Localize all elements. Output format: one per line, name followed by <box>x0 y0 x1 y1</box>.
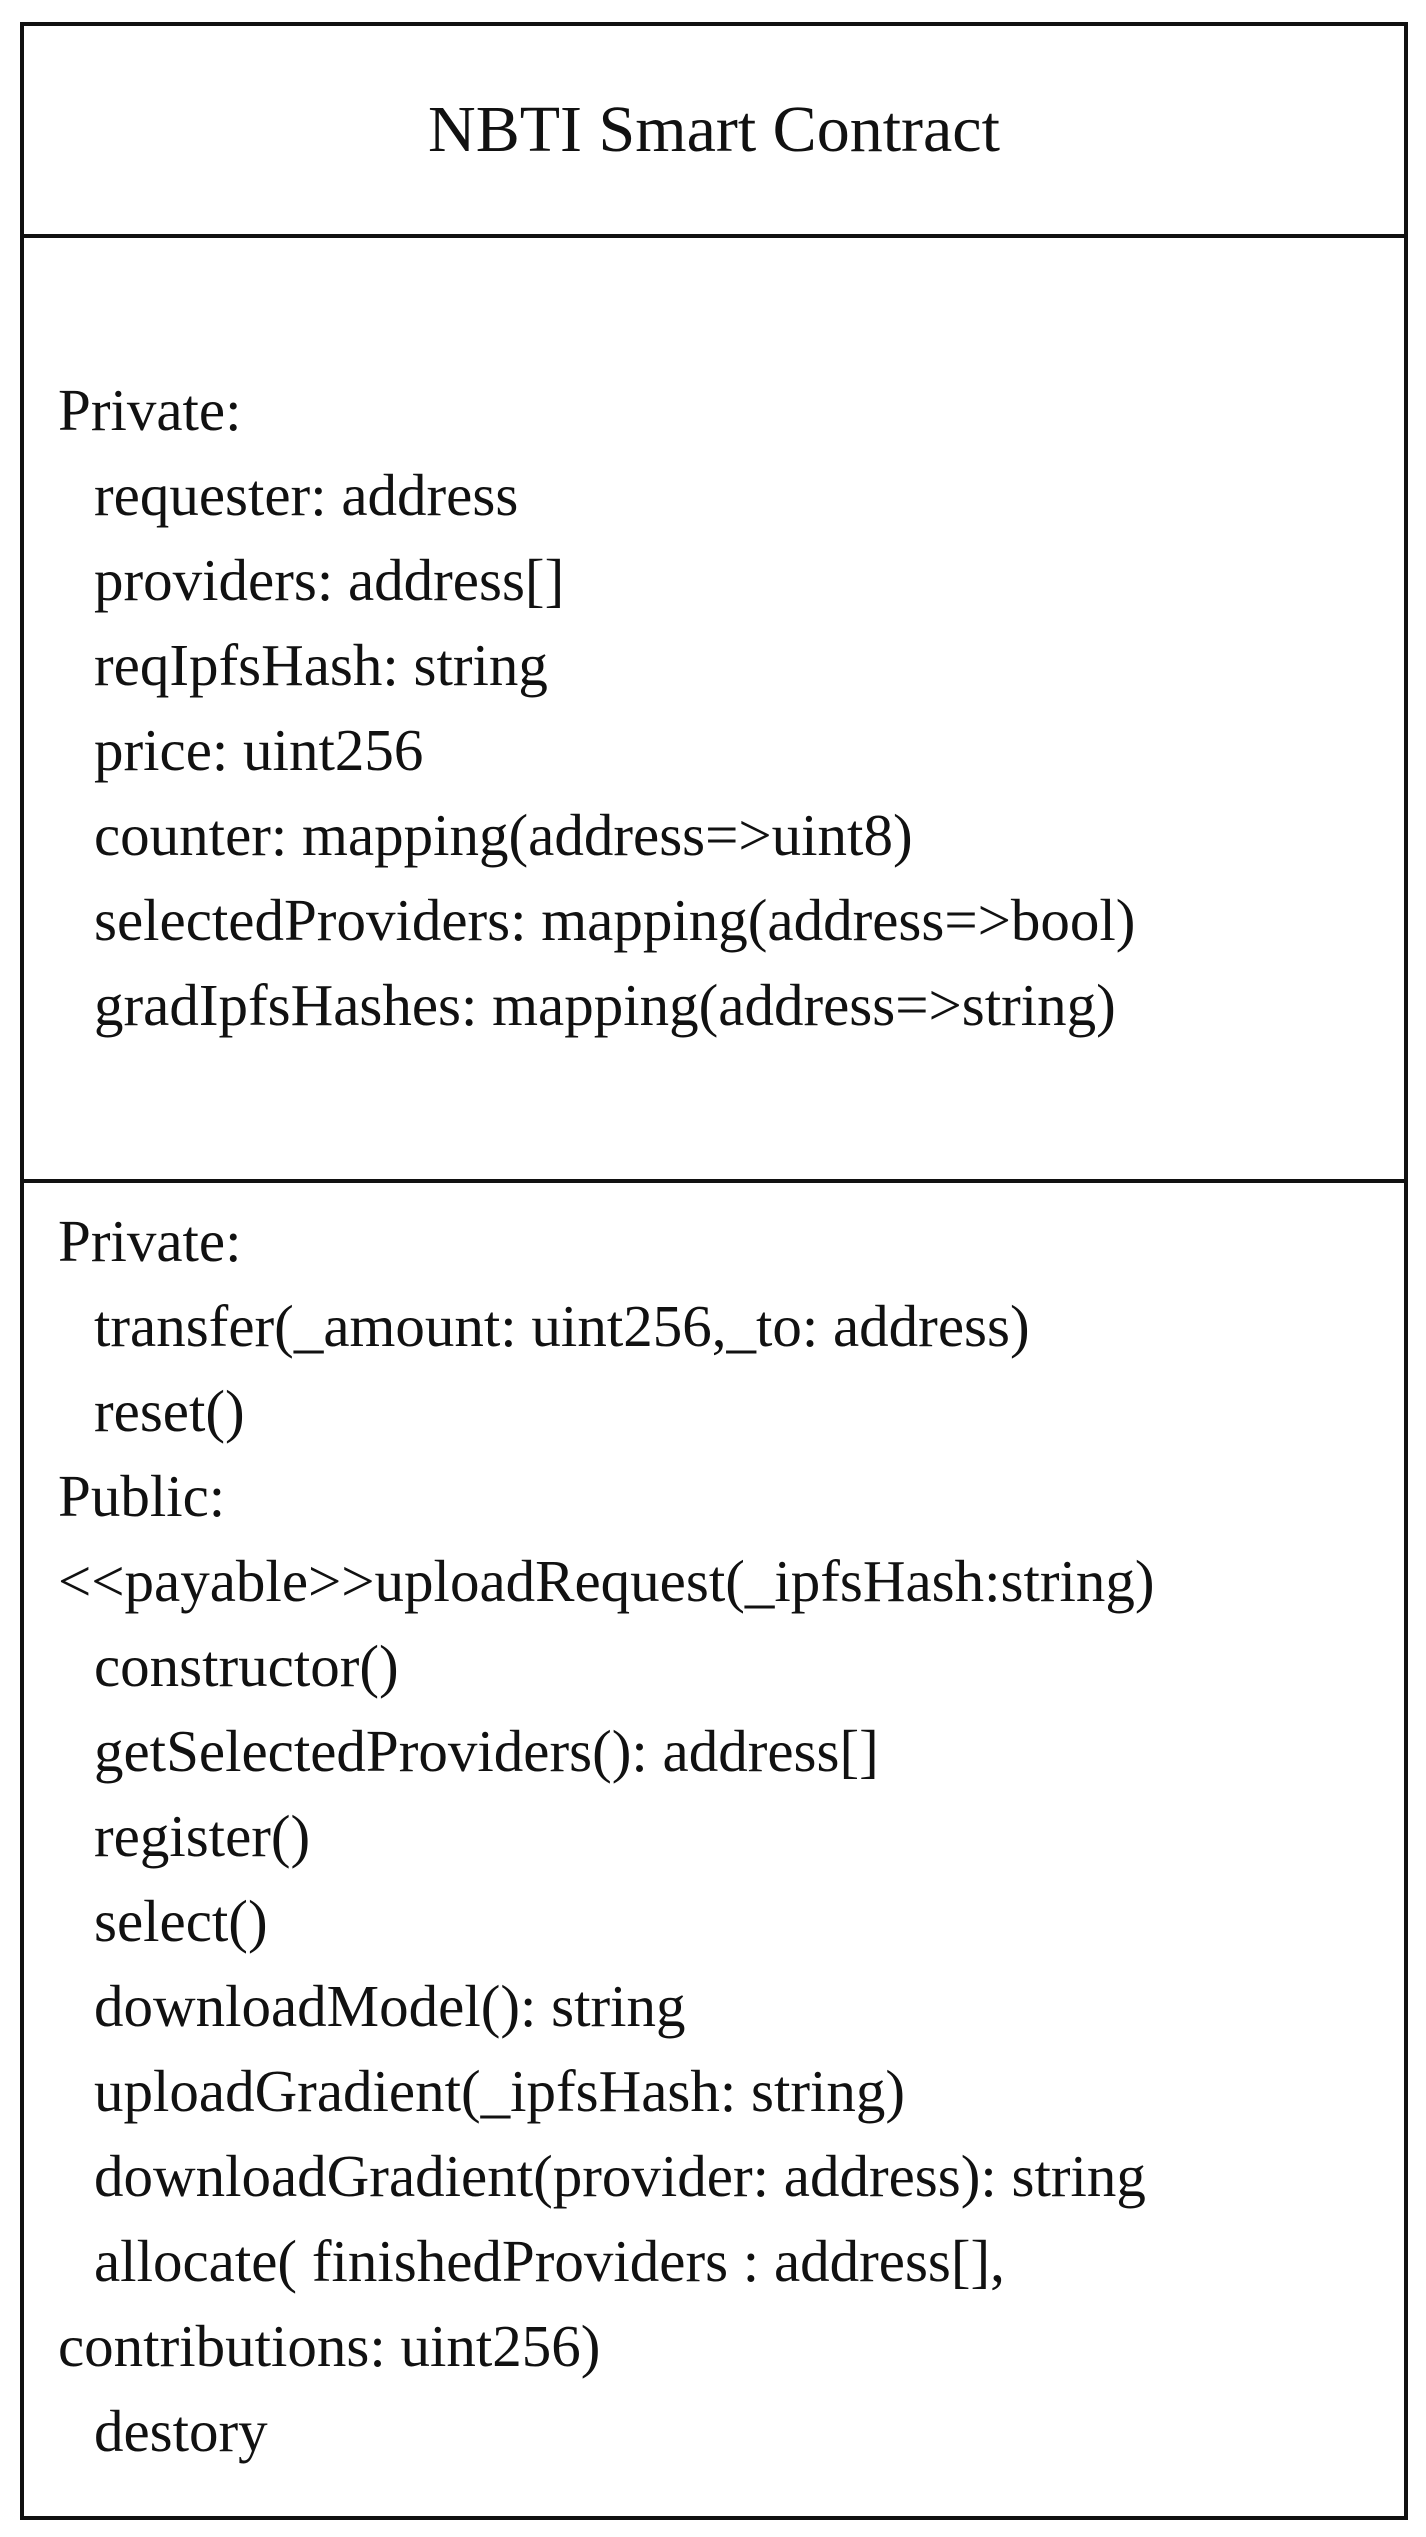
operation-item: allocate( finishedProviders : address[], <box>94 2228 1005 2294</box>
operation-item: getSelectedProviders(): address[] <box>94 1718 879 1784</box>
class-name: NBTI Smart Contract <box>428 93 1000 166</box>
visibility-label: Public: <box>58 1463 226 1529</box>
operations-compartment: Private: transfer(_amount: uint256,_to: a… <box>24 1183 1404 2516</box>
operation-item: register() <box>94 1803 311 1869</box>
operation-item: select() <box>94 1888 268 1954</box>
attribute-list: Private: requester: address providers: add… <box>58 368 1135 1048</box>
class-name-compartment: NBTI Smart Contract <box>24 26 1404 238</box>
attribute-item: reqIpfsHash: string <box>94 632 548 698</box>
visibility-label: Private: <box>58 377 242 443</box>
operation-item: uploadGradient(_ipfsHash: string) <box>94 2058 906 2124</box>
operation-item: downloadModel(): string <box>94 1973 686 2039</box>
attribute-item: selectedProviders: mapping(address=>bool… <box>94 887 1136 953</box>
attribute-item: gradIpfsHashes: mapping(address=>string) <box>94 972 1116 1038</box>
uml-class-box: NBTI Smart Contract Private: requester: a… <box>20 22 1408 2520</box>
operation-item: reset() <box>94 1378 245 1444</box>
attribute-item: providers: address[] <box>94 547 565 613</box>
attribute-item: counter: mapping(address=>uint8) <box>94 802 913 868</box>
operation-item: destory <box>94 2398 268 2464</box>
operation-item: downloadGradient(provider: address): str… <box>94 2143 1146 2209</box>
attributes-compartment: Private: requester: address providers: add… <box>24 238 1404 1183</box>
attribute-item: price: uint256 <box>94 717 424 783</box>
operation-item: constructor() <box>94 1633 399 1699</box>
visibility-label: Private: <box>58 1208 242 1274</box>
operation-list: Private: transfer(_amount: uint256,_to: a… <box>58 1199 1155 2474</box>
visibility-label: contributions: uint256) <box>58 2313 601 2379</box>
attribute-item: requester: address <box>94 462 519 528</box>
visibility-label: <<payable>>uploadRequest(_ipfsHash:strin… <box>58 1548 1155 1614</box>
operation-item: transfer(_amount: uint256,_to: address) <box>94 1293 1030 1359</box>
